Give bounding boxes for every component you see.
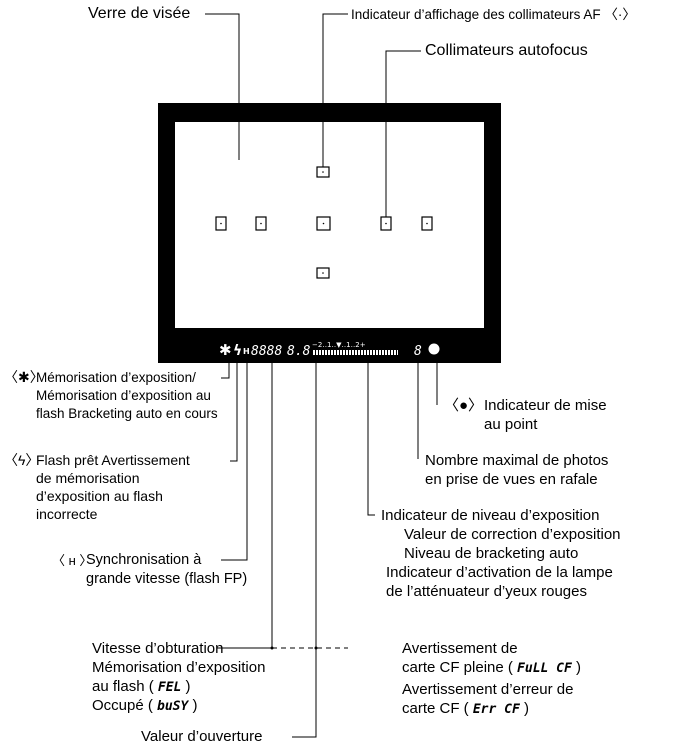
label-indicateur-af: Indicateur d’affichage des collimateurs … xyxy=(351,7,636,22)
label-niveau-expo-1: Indicateur de niveau d’exposition xyxy=(381,507,600,524)
label-sync-sym: 〈 ʜ 〉 xyxy=(52,553,93,568)
lcd-star: ✱ xyxy=(219,341,232,359)
label-niveau-expo-3: Niveau de bracketing auto xyxy=(404,545,579,562)
label-cf-4: carte CF ( Err CF ) xyxy=(402,699,529,719)
label-collimateurs: Collimateurs autofocus xyxy=(425,42,588,59)
lcd-h: H xyxy=(243,347,250,356)
label-vitesse-3: au flash ( FEL ) xyxy=(92,677,191,697)
cf-2-text: carte CF pleine ( xyxy=(402,659,513,676)
vitesse-4-text: Occupé ( xyxy=(92,697,153,714)
lcd-shutter: 8888 xyxy=(251,344,282,359)
label-niveau-expo-5: de l’atténuateur d’yeux rouges xyxy=(386,583,587,600)
full-cf-segment: FuLL CF xyxy=(517,661,572,676)
label-mise-point-sym: 〈●〉 xyxy=(444,397,484,414)
lcd-exposure-scale: −2‥1‥▼‥1‥2+ xyxy=(312,341,366,349)
leader-lines xyxy=(205,13,438,738)
af-point-left xyxy=(255,216,267,231)
lcd-bolt: ϟ xyxy=(233,343,242,359)
label-niveau-expo-2: Valeur de correction d’exposition xyxy=(404,526,621,543)
lcd-aperture: 8.8 xyxy=(287,344,311,359)
label-cf-1: Avertissement de xyxy=(402,640,518,657)
label-mise-point: Indicateur de mise au point xyxy=(484,397,607,433)
cf-4-end: ) xyxy=(524,700,529,717)
label-verre-visee: Verre de visée xyxy=(88,5,191,22)
af-point-center xyxy=(316,216,331,231)
busy-segment: buSY xyxy=(157,699,189,714)
label-memo-expo-sym: 〈✱〉 xyxy=(4,369,44,385)
vitesse-4-end: ) xyxy=(192,697,198,714)
label-flash: Flash prêt Avertissement de mémorisation… xyxy=(36,452,190,522)
lcd-focus-dot xyxy=(428,343,440,355)
af-point-far-left xyxy=(215,216,227,231)
af-point-bottom xyxy=(316,267,330,279)
label-flash-sym: 〈ϟ〉 xyxy=(4,452,40,468)
err-cf-segment: Err CF xyxy=(472,702,520,717)
label-cf-3: Avertissement d’erreur de xyxy=(402,681,574,698)
label-vitesse-4: Occupé ( buSY ) xyxy=(92,696,198,716)
label-ouverture: Valeur d’ouverture xyxy=(141,728,263,745)
label-vitesse-1: Vitesse d’obturation xyxy=(92,640,224,657)
lcd-shots: 8 xyxy=(414,344,422,359)
af-point-far-right xyxy=(421,216,433,231)
label-memo-expo: Mémorisation d’exposition/ Mémorisation … xyxy=(36,370,218,421)
lcd-exposure-bars xyxy=(313,350,398,355)
vitesse-3-end: ) xyxy=(185,678,191,695)
cf-4-text: carte CF ( xyxy=(402,700,469,717)
label-niveau-expo-4: Indicateur d’activation de la lampe xyxy=(386,564,613,581)
vitesse-3-text: au flash ( xyxy=(92,678,154,695)
label-sync: Synchronisation à grande vitesse (flash … xyxy=(86,552,248,587)
fel-segment: FEL xyxy=(157,680,182,695)
label-vitesse-2: Mémorisation d’exposition xyxy=(92,659,266,676)
label-nombre-max: Nombre maximal de photos en prise de vue… xyxy=(425,452,609,488)
cf-2-end: ) xyxy=(576,659,582,676)
af-points xyxy=(215,166,433,279)
label-cf-2: carte CF pleine ( FuLL CF ) xyxy=(402,658,581,678)
